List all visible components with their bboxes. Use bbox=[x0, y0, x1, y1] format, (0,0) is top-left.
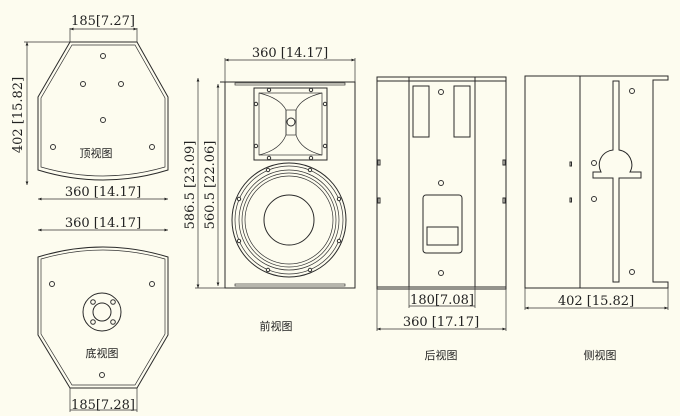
front-height-inner-dim: 560.5 [22.06] bbox=[203, 141, 218, 230]
top-depth-dim: 402 [15.82] bbox=[11, 77, 26, 153]
back-view-label: 后视图 bbox=[425, 348, 458, 362]
side-depth-dim: 402 [15.82] bbox=[558, 294, 634, 309]
pole-mount-flange-icon bbox=[82, 292, 122, 332]
woofer-icon bbox=[231, 162, 347, 278]
horn-tweeter-icon bbox=[253, 87, 328, 161]
back-inner-width-dim: 180[7.08] bbox=[410, 293, 474, 308]
back-width-dim: 360 [17.17] bbox=[403, 315, 479, 330]
handle-slot-icon bbox=[592, 80, 642, 283]
front-height-outer-dim: 586.5 [23.09] bbox=[183, 141, 198, 230]
front-view: 360 [14.17] 586.5 [23.09] 560.5 [22.06] bbox=[183, 46, 356, 333]
side-view: 402 [15.82] 侧视图 bbox=[524, 75, 669, 362]
top-view: 185[7.27] 402 [15.82] 360 [14.17] 顶视图 bbox=[11, 14, 169, 201]
top-width-dim: 185[7.27] bbox=[71, 14, 135, 29]
bottom-view-label: 底视图 bbox=[86, 346, 119, 360]
front-width-dim: 360 [14.17] bbox=[252, 46, 328, 61]
front-view-label: 前视图 bbox=[260, 319, 293, 333]
side-view-label: 侧视图 bbox=[584, 348, 617, 362]
bottom-width-dim: 360 [14.17] bbox=[65, 216, 141, 231]
bottom-width-bottom-dim: 185[7.28] bbox=[71, 398, 135, 413]
mount-holes bbox=[50, 53, 155, 150]
input-panel-icon bbox=[422, 194, 463, 254]
top-view-label: 顶视图 bbox=[80, 146, 113, 160]
top-width-bottom-dim: 360 [14.17] bbox=[65, 185, 141, 200]
back-view: 180[7.08] 360 [17.17] 后视图 bbox=[376, 76, 507, 362]
bottom-view: 360 [14.17] 底视图 185[7.28] bbox=[37, 216, 169, 413]
